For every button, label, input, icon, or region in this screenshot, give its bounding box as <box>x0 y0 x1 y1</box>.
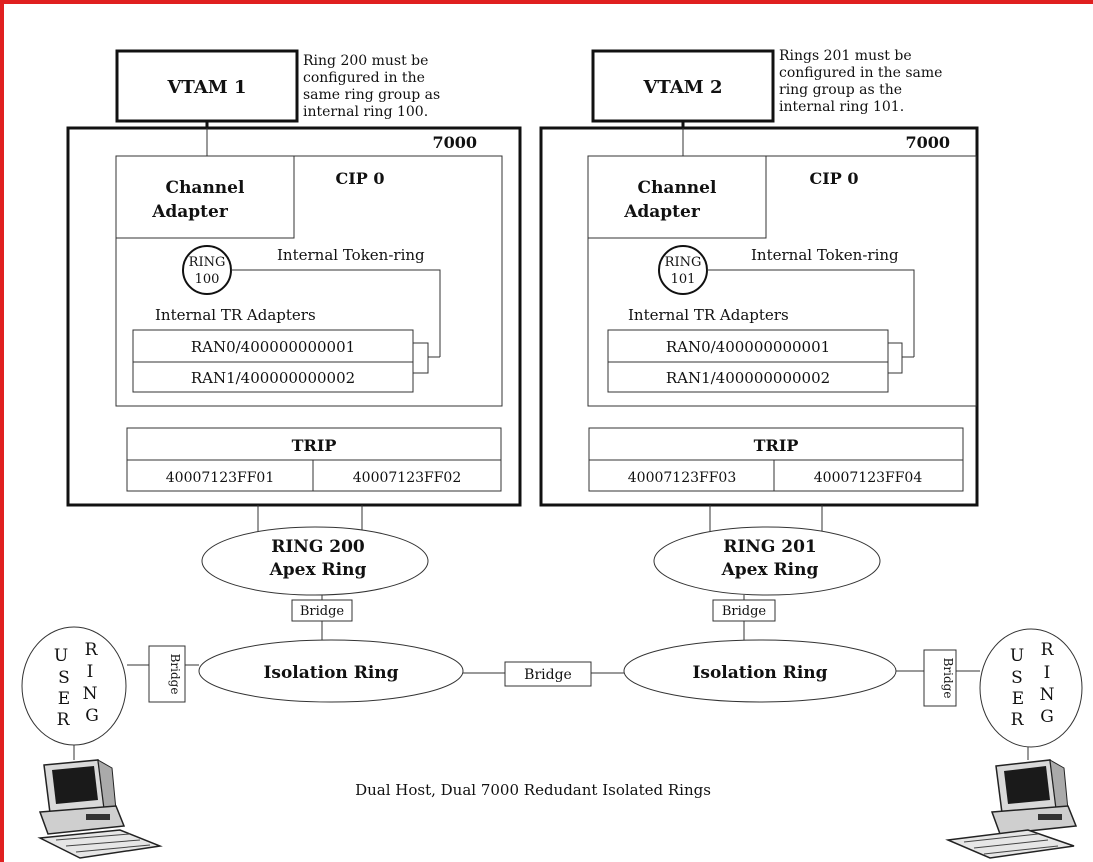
user-ring-left-i: I <box>87 662 94 682</box>
right-note-line-4: internal ring 101. <box>779 99 904 115</box>
internal-tr-adapters-right-label: Internal TR Adapters <box>628 306 789 324</box>
left-note-line-3: same ring group as <box>303 87 440 103</box>
user-ring-right-n: N <box>1040 685 1055 705</box>
trip-right-port-b: 40007123FF04 <box>814 470 923 486</box>
user-ring-left-n: N <box>83 684 98 704</box>
vtam-2-label: VTAM 2 <box>642 77 722 98</box>
user-ring-right-r2: R <box>1011 710 1025 730</box>
right-note-line-3: ring group as the <box>779 82 902 98</box>
ran0-left: RAN0/400000000001 <box>191 338 355 356</box>
channel-adapter-left-line-2: Adapter <box>151 202 229 222</box>
user-ring-left <box>22 627 126 745</box>
vtam-1-label: VTAM 1 <box>166 77 246 98</box>
ring-200-apex-line-1: RING 200 <box>271 537 365 557</box>
right-note-line-2: configured in the same <box>779 65 942 81</box>
internal-tr-adapters-left-label: Internal TR Adapters <box>155 306 316 324</box>
bridge-middle-label: Bridge <box>524 667 572 683</box>
trip-left-port-b: 40007123FF02 <box>353 470 462 486</box>
trip-right-label: TRIP <box>754 436 799 455</box>
user-ring-right-s: S <box>1011 668 1023 688</box>
channel-adapter-right-line-2: Adapter <box>623 202 701 222</box>
ring-200-apex-line-2: Apex Ring <box>269 560 367 580</box>
isolation-ring-left-label: Isolation Ring <box>263 663 398 683</box>
user-ring-left-s: S <box>58 668 70 688</box>
channel-adapter-right-line-1: Channel <box>638 178 717 198</box>
internal-ring-101-line-2: 101 <box>671 272 696 287</box>
computer-icon <box>40 760 160 858</box>
left-host-group: VTAM 1 Ring 200 must be configured in th… <box>22 51 520 858</box>
user-ring-right-g: G <box>1040 707 1054 727</box>
internal-ring-100-line-2: 100 <box>195 272 220 287</box>
user-ring-right-r1: R <box>1041 640 1055 660</box>
ran0-right: RAN0/400000000001 <box>666 338 830 356</box>
channel-adapter-left-line-1: Channel <box>166 178 245 198</box>
internal-ring-100-line-1: RING <box>189 255 226 270</box>
user-ring-left-g: G <box>85 706 99 726</box>
bridge-user-right-label: Bridge <box>941 658 955 699</box>
left-note-line-4: internal ring 100. <box>303 104 428 120</box>
trip-left-label: TRIP <box>292 436 337 455</box>
user-ring-left-u: U <box>54 646 68 666</box>
ran1-left: RAN1/400000000002 <box>191 369 355 387</box>
internal-token-ring-right-label: Internal Token-ring <box>751 246 899 264</box>
left-note-line-2: configured in the <box>303 70 425 86</box>
user-ring-right-u: U <box>1010 646 1024 666</box>
left-note-line-1: Ring 200 must be <box>303 53 428 69</box>
right-host-group: VTAM 2 Rings 201 must be configured in t… <box>541 48 1082 858</box>
trip-left-port-a: 40007123FF01 <box>166 470 275 486</box>
user-ring-left-e: E <box>58 689 70 709</box>
internal-token-ring-left-label: Internal Token-ring <box>277 246 425 264</box>
router-7000-right-label: 7000 <box>905 133 950 152</box>
ran1-right: RAN1/400000000002 <box>666 369 830 387</box>
bridge-user-left-label: Bridge <box>168 654 182 695</box>
user-ring-right-i: I <box>1044 663 1051 683</box>
computer-icon <box>948 760 1076 858</box>
ring-201-apex-line-2: Apex Ring <box>721 560 819 580</box>
user-ring-right-e: E <box>1012 689 1024 709</box>
cip-0-right-label: CIP 0 <box>810 169 859 188</box>
user-ring-left-r2: R <box>57 710 71 730</box>
user-ring-right <box>980 629 1082 747</box>
ring-201-apex-line-1: RING 201 <box>723 537 817 557</box>
bridge-apex-right-label: Bridge <box>722 604 767 619</box>
internal-ring-101-line-1: RING <box>665 255 702 270</box>
cip-0-left-label: CIP 0 <box>336 169 385 188</box>
right-note-line-1: Rings 201 must be <box>779 48 912 64</box>
isolation-ring-right-label: Isolation Ring <box>692 663 827 683</box>
user-ring-left-r1: R <box>85 640 99 660</box>
diagram-caption: Dual Host, Dual 7000 Redudant Isolated R… <box>355 781 711 799</box>
bridge-apex-left-label: Bridge <box>300 604 345 619</box>
trip-right-port-a: 40007123FF03 <box>628 470 737 486</box>
router-7000-left-label: 7000 <box>432 133 477 152</box>
